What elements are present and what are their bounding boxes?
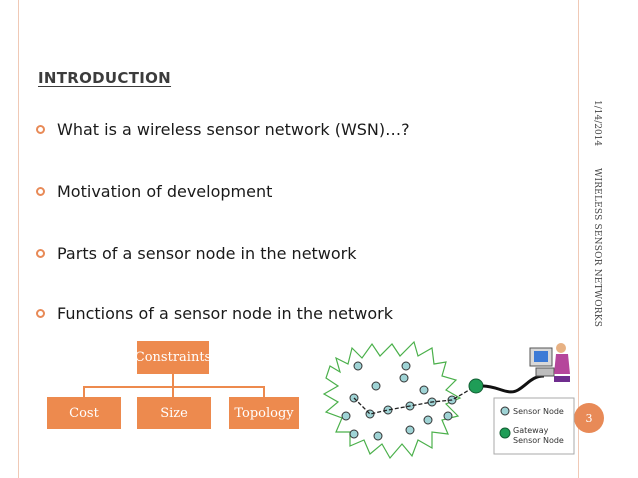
cost-box: Cost: [47, 397, 121, 429]
slide-left-border: [18, 0, 19, 478]
network-legend: Sensor Node Gateway Sensor Node: [493, 397, 575, 455]
constraints-box: Constraints: [135, 341, 211, 374]
sensor-node: [399, 373, 409, 383]
routing-path: [353, 385, 477, 415]
bullet-text: What is a wireless sensor network (WSN)……: [57, 119, 410, 139]
gateway-node: [468, 378, 484, 394]
slide-title: INTRODUCTION: [38, 69, 172, 87]
sensor-node: [443, 411, 453, 421]
connector-size: [172, 386, 174, 398]
sensor-node: [341, 411, 351, 421]
legend-gateway-label: Gateway: [513, 426, 549, 435]
bullet-item: Functions of a sensor node in the networ…: [36, 300, 393, 326]
bullet-item: What is a wireless sensor network (WSN)……: [36, 116, 410, 142]
gateway-link: [482, 374, 545, 394]
connector-cost: [83, 386, 85, 398]
bullet-circle-icon: [36, 124, 45, 134]
connector-topology: [263, 386, 265, 398]
connector-horizontal: [83, 386, 265, 388]
bullet-text: Motivation of development: [57, 181, 273, 201]
topology-box: Topology: [229, 397, 299, 429]
sensor-node: [419, 385, 429, 395]
bullet-text: Functions of a sensor node in the networ…: [57, 303, 393, 323]
sensor-node: [401, 361, 411, 371]
size-box: Size: [137, 397, 211, 429]
bullet-item: Parts of a sensor node in the network: [36, 240, 357, 266]
sensor-node: [353, 361, 363, 371]
sensor-node: [423, 415, 433, 425]
bullet-circle-icon: [36, 248, 45, 258]
sensor-node: [383, 405, 393, 415]
connector-root: [172, 374, 174, 387]
page-number-badge: 3: [574, 403, 604, 433]
sensor-node: [405, 425, 415, 435]
sensor-network-diagram: Sensor Node Gateway Sensor Node: [322, 340, 575, 460]
computer-user-icon: [529, 343, 570, 382]
slide-right-border: [578, 0, 579, 478]
bullet-circle-icon: [36, 186, 45, 196]
sensor-node: [373, 431, 383, 441]
sensor-node: [371, 381, 381, 391]
legend-gateway-sensor-label: Sensor Node: [513, 436, 564, 445]
sensor-node: [349, 429, 359, 439]
bullet-circle-icon: [36, 308, 45, 318]
bullet-text: Parts of a sensor node in the network: [57, 243, 357, 263]
slide-date: 1/14/2014: [592, 100, 602, 147]
network-cloud-outline: [322, 340, 462, 460]
legend-sensor-node-label: Sensor Node: [513, 407, 564, 416]
bullet-item: Motivation of development: [36, 178, 272, 204]
presentation-title-vertical: WIRELESS SENSOR NETWORKS: [592, 168, 602, 328]
